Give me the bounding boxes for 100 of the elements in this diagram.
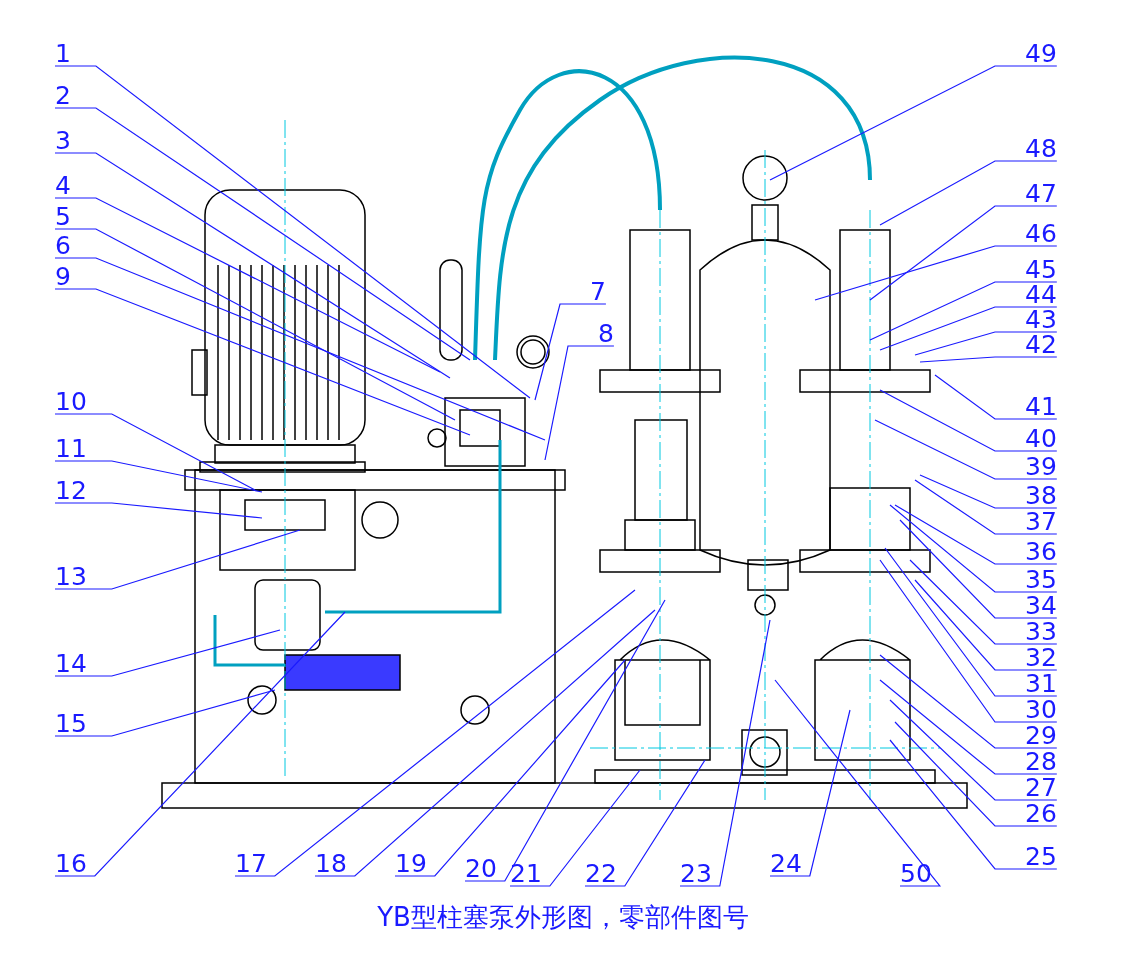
leader-line [894, 721, 1058, 827]
leader-line [879, 160, 1058, 226]
leader-line [899, 519, 1058, 619]
callout-number: 21 [510, 862, 542, 886]
callout-number: 12 [55, 479, 87, 503]
callout-number: 40 [1025, 427, 1057, 451]
callout-number: 46 [1025, 222, 1057, 246]
leader-line [889, 699, 1058, 801]
callout-number: 22 [585, 862, 617, 886]
callout-number: 11 [55, 437, 87, 461]
callout-number: 2 [55, 84, 71, 108]
leader-line [54, 65, 531, 399]
callout-number: 41 [1025, 395, 1057, 419]
callout-number: 13 [55, 565, 87, 589]
callout-number: 35 [1025, 568, 1057, 592]
callout-number: 26 [1025, 802, 1057, 826]
leader-line [874, 419, 1058, 480]
callout-number: 20 [465, 857, 497, 881]
leader-line [394, 659, 626, 877]
leader-line [314, 609, 656, 877]
leader-line [919, 356, 1058, 363]
leader-line [679, 619, 771, 887]
leader-line [584, 759, 706, 887]
leader-line [879, 389, 1058, 452]
leader-line [54, 629, 281, 677]
leader-line [509, 769, 641, 887]
leader-line [54, 611, 346, 877]
callout-number: 16 [55, 852, 87, 876]
callout-number: 27 [1025, 776, 1057, 800]
leader-line [879, 559, 1058, 723]
leader-line [914, 331, 1058, 356]
callout-number: 7 [590, 280, 606, 304]
callout-number: 30 [1025, 698, 1057, 722]
callout-number: 44 [1025, 283, 1057, 307]
callout-number: 1 [55, 42, 71, 66]
leader-line [54, 502, 263, 519]
leader-line [884, 547, 1058, 697]
leader-line [914, 479, 1058, 535]
callout-number: 5 [55, 205, 71, 229]
callout-number: 45 [1025, 258, 1057, 282]
leader-line [234, 589, 636, 877]
leader-line [54, 689, 276, 737]
callout-number: 18 [315, 852, 347, 876]
leader-line [54, 460, 263, 493]
callout-number: 48 [1025, 137, 1057, 161]
leader-line [914, 579, 1058, 671]
callout-number: 15 [55, 712, 87, 736]
leader-line [934, 374, 1058, 420]
callout-number: 10 [55, 390, 87, 414]
leader-line [894, 504, 1058, 565]
figure-caption: YB型柱塞泵外形图，零部件图号 [376, 901, 750, 934]
leader-line [879, 679, 1058, 775]
callout-number: 4 [55, 174, 71, 198]
leader-line [54, 288, 471, 436]
callout-number: 34 [1025, 594, 1057, 618]
leader-line [869, 205, 1058, 301]
callout-number: 19 [395, 852, 427, 876]
callout-number: 9 [55, 265, 71, 289]
callout-number: 43 [1025, 308, 1057, 332]
leader-line [54, 413, 256, 491]
callout-number: 25 [1025, 845, 1057, 869]
callout-number: 14 [55, 652, 87, 676]
leader-line [769, 65, 1058, 181]
callout-number: 50 [900, 862, 932, 886]
leader-line [54, 257, 546, 441]
callout-number: 39 [1025, 455, 1057, 479]
callout-number: 8 [598, 322, 614, 346]
leader-line [879, 654, 1058, 749]
leader-line [534, 303, 607, 401]
leader-line [909, 559, 1058, 645]
leader-line [54, 228, 456, 421]
leader-line [889, 504, 1058, 593]
callout-number: 6 [55, 234, 71, 258]
leader-line [54, 107, 471, 361]
callout-number: 33 [1025, 620, 1057, 644]
callout-number: 36 [1025, 540, 1057, 564]
leader-line [54, 152, 451, 379]
leader-line [769, 709, 851, 877]
callout-number: 24 [770, 852, 802, 876]
callout-number: 28 [1025, 750, 1057, 774]
callout-number: 38 [1025, 484, 1057, 508]
callout-number: 3 [55, 129, 71, 153]
callout-number: 31 [1025, 672, 1057, 696]
callout-number: 49 [1025, 42, 1057, 66]
leader-line [889, 739, 1058, 870]
callout-number: 42 [1025, 333, 1057, 357]
callout-number: 47 [1025, 182, 1057, 206]
callout-number: 17 [235, 852, 267, 876]
leader-line [919, 474, 1058, 509]
leader-line [869, 281, 1058, 341]
leader-line [464, 599, 666, 882]
leader-line [774, 679, 942, 887]
leader-line [544, 345, 615, 461]
leader-line [54, 529, 301, 590]
leader-line [879, 306, 1058, 351]
callout-number: 23 [680, 862, 712, 886]
callout-number: 32 [1025, 646, 1057, 670]
callout-number: 29 [1025, 724, 1057, 748]
callout-number: 37 [1025, 510, 1057, 534]
leader-line [54, 197, 441, 373]
